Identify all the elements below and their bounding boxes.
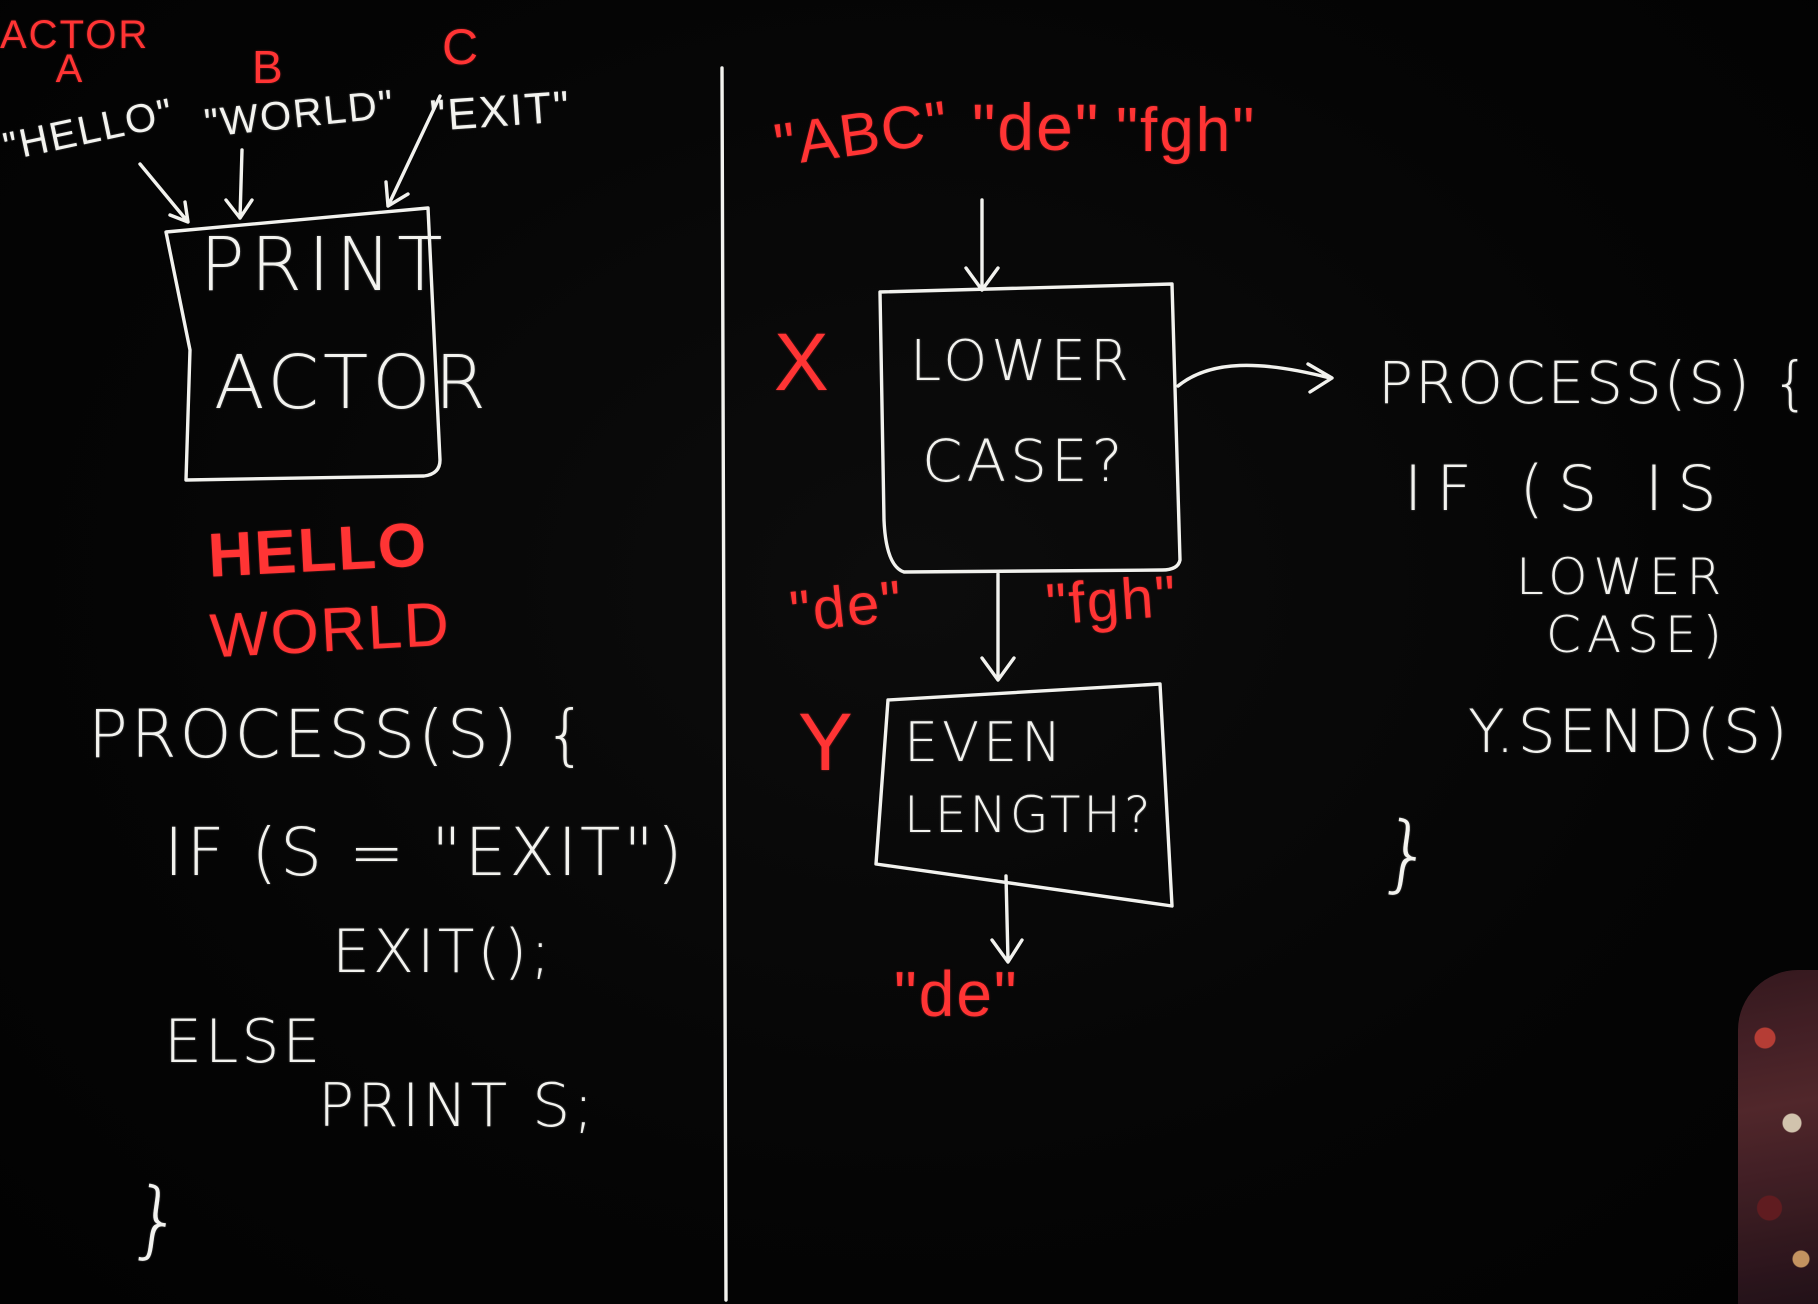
even-length-line2: LENGTH?: [904, 786, 1154, 844]
arrow-y-out: [990, 874, 1024, 964]
print-actor-line1: PRINT: [200, 222, 449, 308]
actor-b-label: B: [252, 41, 285, 93]
right-code-line3: LOWER: [1516, 548, 1728, 606]
presenter-shoulder: [1738, 970, 1818, 1304]
arrow-to-process: [1176, 362, 1334, 394]
right-code-line2: IF (S IS: [1404, 452, 1731, 525]
arrow-from-a: [138, 162, 190, 224]
final-output-de: "de": [894, 958, 1019, 1030]
output-fgh-mid: "fgh": [1043, 563, 1180, 638]
output-de-mid: "de": [786, 568, 907, 645]
actor-x-label: X: [774, 317, 831, 408]
actor-y-label: Y: [798, 697, 855, 788]
left-code-line1: PROCESS(S) {: [88, 696, 590, 773]
left-code-line6: }: [123, 1167, 193, 1273]
output-hello: HELLO: [206, 510, 430, 591]
divider-line: [720, 66, 728, 1302]
left-code-line3: EXIT();: [332, 917, 554, 987]
left-code-line2: IF (S = "EXIT"): [164, 814, 686, 891]
arrow-into-x: [964, 198, 1000, 292]
input-fgh: "fgh": [1116, 96, 1257, 165]
left-code-line5: PRINT S;: [318, 1071, 597, 1141]
even-length-line1: EVEN: [904, 711, 1066, 774]
right-code-line5: Y.SEND(S): [1468, 697, 1791, 767]
arrow-from-b: [224, 148, 254, 220]
lower-case-box: [878, 282, 1182, 574]
print-actor-line2: ACTOR: [214, 340, 490, 426]
even-length-box: [874, 682, 1174, 908]
right-code-line6: }: [1373, 801, 1443, 907]
right-code-line4: CASE): [1546, 606, 1728, 664]
right-code-line1: PROCESS(S) {: [1378, 349, 1812, 417]
actor-c-message: "EXIT": [428, 82, 573, 141]
arrow-x-to-y: [980, 572, 1016, 682]
arrow-from-c: [384, 94, 442, 208]
lower-case-line1: LOWER: [910, 329, 1133, 394]
left-code-line4: ELSE: [164, 1007, 324, 1077]
print-actor-box: [164, 206, 442, 482]
actor-c-label: C: [442, 19, 481, 75]
actor-a-label: ACTOR A: [0, 13, 150, 91]
lower-case-line2: CASE?: [922, 427, 1127, 495]
output-world: WORLD: [208, 589, 453, 672]
input-de: "de": [972, 90, 1101, 164]
